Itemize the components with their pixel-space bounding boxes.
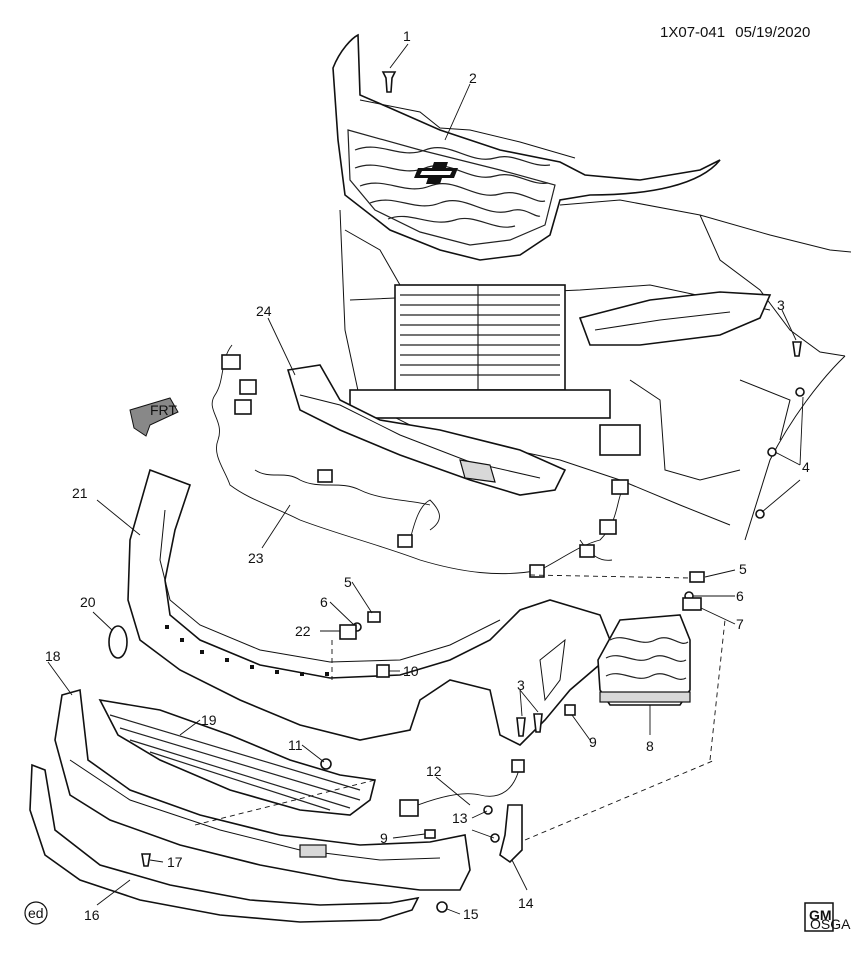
lower-grille-part-19 <box>98 698 376 816</box>
callout-22: 22 <box>295 623 311 639</box>
leader-lines <box>47 43 804 915</box>
callout-1: 1 <box>403 28 411 44</box>
fog-lamp-bezel-part-8 <box>597 614 691 706</box>
callout-5-left: 5 <box>344 574 352 590</box>
callout-9-lower: 9 <box>380 830 388 846</box>
callout-3-lower: 3 <box>517 677 525 693</box>
gm-logo-text: GM <box>809 907 832 923</box>
callout-20: 20 <box>80 594 96 610</box>
bracket-part-22 <box>339 624 357 640</box>
callout-21: 21 <box>72 485 88 501</box>
callout-12: 12 <box>426 763 442 779</box>
nut-part-13 <box>483 805 500 843</box>
nut-part-15 <box>436 901 448 913</box>
callout-13: 13 <box>452 810 468 826</box>
front-bumper-fascia-part-21 <box>127 468 611 746</box>
callout-7: 7 <box>736 616 744 632</box>
callout-3-upper: 3 <box>777 297 785 313</box>
screw-part-17 <box>141 853 151 867</box>
nut-part-4 <box>755 387 805 519</box>
callout-4: 4 <box>802 459 810 475</box>
callout-14: 14 <box>518 895 534 911</box>
vehicle-front-body <box>339 199 851 541</box>
front-direction-indicator: FRT <box>129 397 179 437</box>
frt-label: FRT <box>150 402 177 418</box>
energy-absorber-part-24 <box>286 364 567 496</box>
callout-2: 2 <box>469 70 477 86</box>
callout-5-right: 5 <box>739 561 747 577</box>
callout-6-right: 6 <box>736 588 744 604</box>
gm-logo: GM OSGA <box>804 902 851 932</box>
diagram-id: 1X07-041 <box>660 24 726 41</box>
callout-19: 19 <box>201 712 217 728</box>
callout-labels: 1 2 3 4 5 6 7 8 9 3 5 6 22 10 11 12 13 1… <box>45 28 810 923</box>
upper-grille-part-2 <box>332 33 721 261</box>
bracket-part-14 <box>499 804 523 864</box>
gm-logo-subtext: OSGA <box>810 916 851 932</box>
wiring-harness-part-12 <box>399 759 525 817</box>
callout-9-upper: 9 <box>589 734 597 750</box>
diagram-date: 05/19/2020 <box>735 24 811 41</box>
wiring-harness-part-23 <box>211 344 629 578</box>
tow-eye-cap-part-20 <box>108 625 128 659</box>
callout-15: 15 <box>463 906 479 922</box>
corner-mark-label: ed <box>28 905 44 921</box>
lower-fascia-part-18 <box>54 688 471 891</box>
callout-17: 17 <box>167 854 183 870</box>
fastener-part-1 <box>381 71 397 93</box>
diagram-header: 1X07-041 05/19/2020 <box>660 24 810 41</box>
retainer-part-7 <box>682 597 702 611</box>
corner-mark: ed <box>24 901 48 925</box>
callout-6-left: 6 <box>320 594 328 610</box>
callout-18: 18 <box>45 648 61 664</box>
screw-part-3-upper <box>792 341 802 357</box>
clip-part-5 <box>367 571 705 623</box>
callout-8: 8 <box>646 738 654 754</box>
assembly-reference-lines <box>194 574 726 841</box>
callout-10: 10 <box>403 663 419 679</box>
callout-24: 24 <box>256 303 272 319</box>
callout-11: 11 <box>288 737 303 753</box>
callout-23: 23 <box>248 550 264 566</box>
callout-16: 16 <box>84 907 100 923</box>
screw-part-3-lower <box>516 713 543 737</box>
clip-part-10 <box>376 664 390 678</box>
